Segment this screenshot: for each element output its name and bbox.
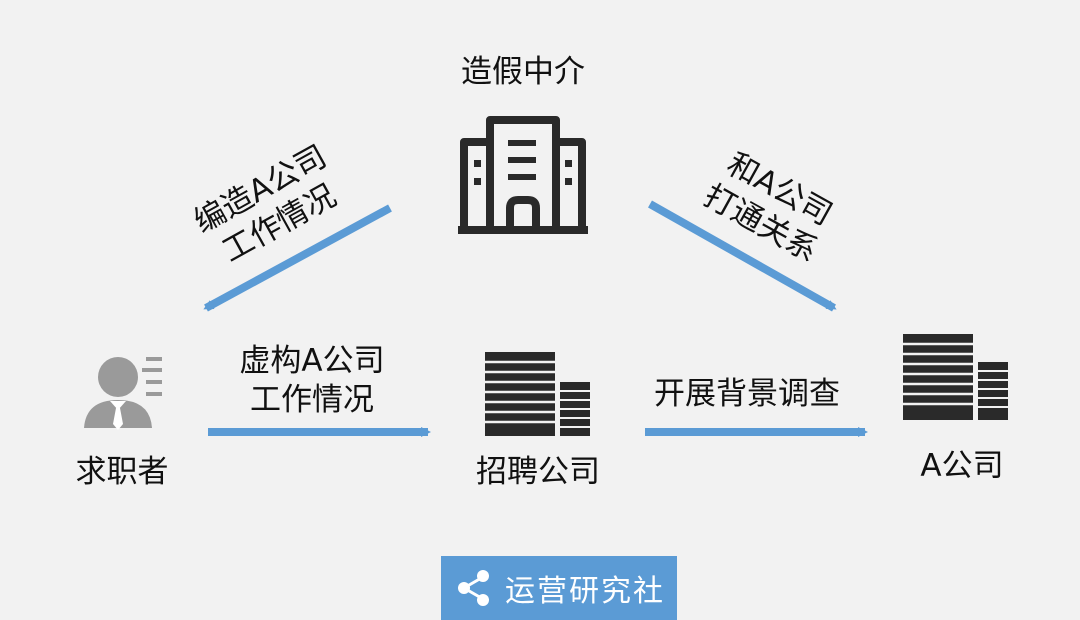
edge-label-seeker-to-recruiter: 虚构A公司 工作情况 bbox=[232, 342, 392, 420]
edge-label-recruiter-to-company-a: 开展背景调查 bbox=[654, 376, 840, 412]
arrow-agency-to-seeker bbox=[203, 204, 392, 312]
recruiting-company-building-icon bbox=[485, 352, 590, 436]
edge-label-line: 工作情况 bbox=[250, 381, 374, 418]
brand-name: 运营研究社 bbox=[505, 574, 665, 609]
office-building-windows bbox=[474, 140, 572, 185]
node-label-company-a: A公司 bbox=[920, 448, 1004, 484]
node-label-agency: 造假中介 bbox=[461, 54, 585, 90]
arrow-agency-to-company-a bbox=[648, 200, 837, 312]
node-label-job-seeker: 求职者 bbox=[75, 454, 169, 490]
edge-label-line: 虚构A公司 bbox=[239, 343, 385, 379]
node-label-recruiting-company: 招聘公司 bbox=[476, 454, 600, 490]
office-building-icon bbox=[458, 116, 588, 234]
job-seeker-person-icon bbox=[84, 357, 162, 430]
company-a-building-icon bbox=[903, 334, 1008, 420]
brand-badge: 运营研究社 bbox=[441, 556, 677, 620]
share-icon bbox=[458, 570, 489, 606]
